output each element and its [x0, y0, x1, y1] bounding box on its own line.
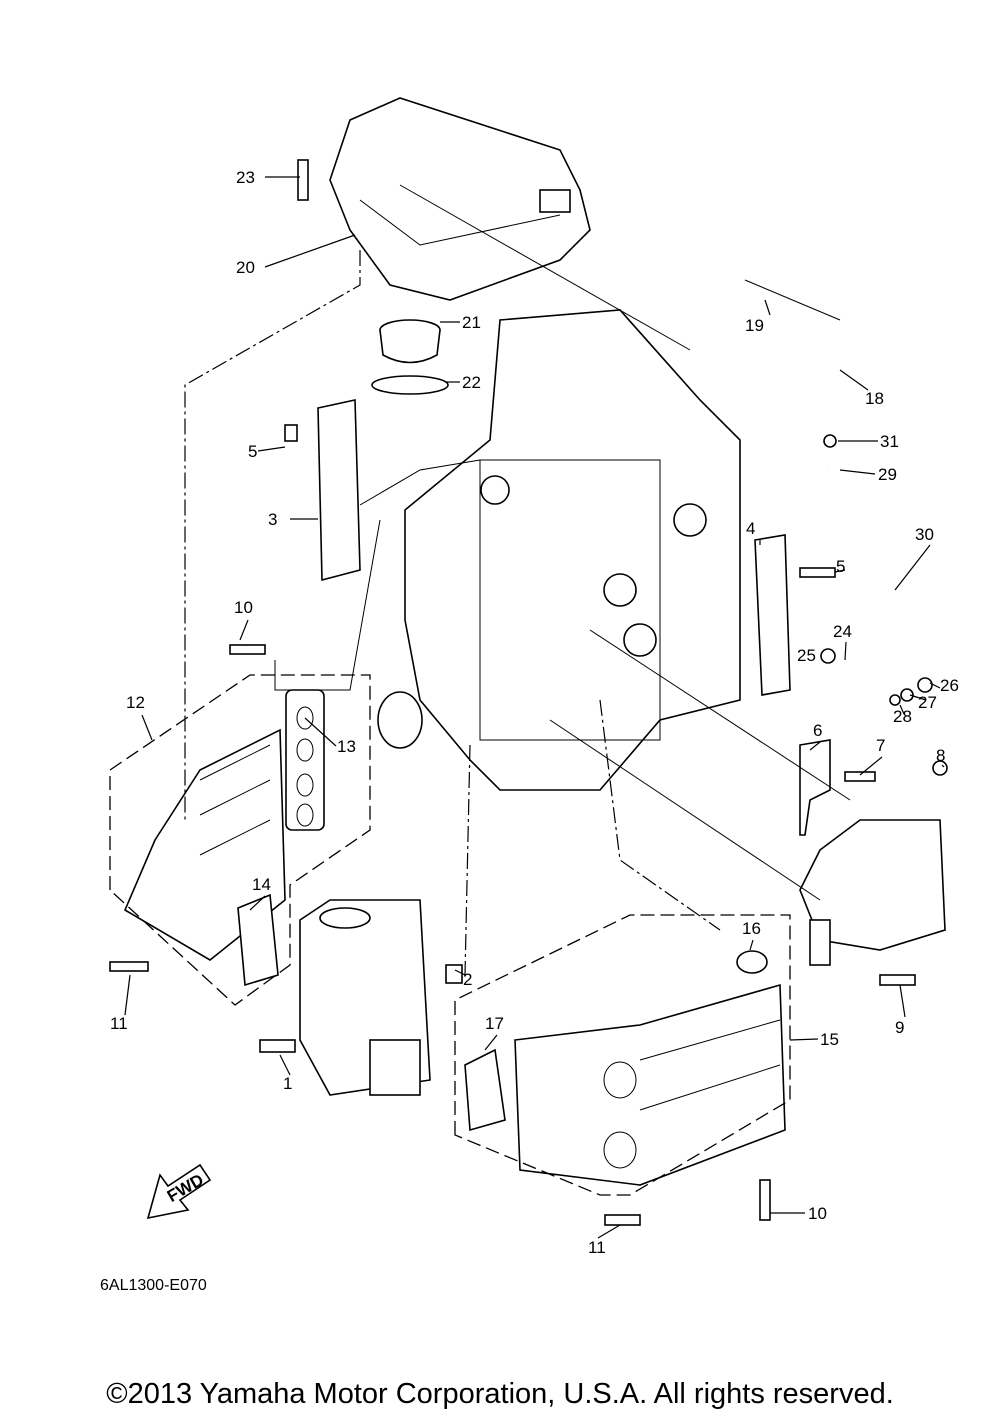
callout-8: 8 [936, 746, 945, 765]
leader-line [279, 1054, 291, 1076]
callout-6: 6 [813, 721, 822, 740]
leader-line [909, 694, 927, 701]
assembly-line [399, 184, 691, 351]
callout-3: 3 [268, 510, 277, 529]
intake-plate-right [754, 534, 791, 696]
callout-15: 15 [820, 1030, 839, 1049]
callout-19: 19 [745, 316, 764, 335]
rubber-seal [371, 319, 449, 395]
throttle-body [299, 899, 431, 1096]
callout-10: 10 [808, 1204, 827, 1223]
callout-29: 29 [878, 465, 897, 484]
leader-line [844, 641, 847, 661]
leader-line [141, 714, 153, 741]
leader-line [899, 984, 906, 1018]
callout-14: 14 [252, 875, 271, 894]
callout-9: 9 [895, 1018, 904, 1037]
leader-line [834, 569, 846, 573]
group-outline-right [454, 914, 791, 1196]
intake-plate-left [317, 399, 361, 582]
callout-7: 7 [876, 736, 885, 755]
assembly-line [274, 519, 381, 691]
assembly-line [464, 744, 471, 976]
callout-5: 5 [248, 442, 257, 461]
callout-28: 28 [893, 707, 912, 726]
intake-gasket [285, 689, 325, 831]
callout-10: 10 [234, 598, 253, 617]
leader-line [454, 969, 466, 976]
gaskets [237, 648, 836, 1132]
leader-line [941, 764, 945, 768]
assembly-line [359, 459, 481, 506]
callout-18: 18 [865, 389, 884, 408]
callout-21: 21 [462, 313, 481, 332]
callout-11: 11 [588, 1238, 606, 1257]
callout-2: 2 [463, 970, 472, 989]
leader-line [839, 469, 876, 475]
callout-31: 31 [880, 432, 899, 451]
callout-5: 5 [836, 557, 845, 576]
breather-hose [685, 205, 911, 631]
leader-line [249, 895, 266, 911]
copyright-footer: ©2013 Yamaha Motor Corporation, U.S.A. A… [106, 1378, 894, 1410]
leader-line [257, 446, 286, 452]
leader-line [597, 1224, 621, 1239]
fuel-pump-module [799, 819, 946, 966]
leader-line [809, 741, 821, 751]
hose-clip [744, 279, 841, 321]
fwd-arrow-icon: FWD [146, 1163, 212, 1220]
callout-11: 11 [110, 1014, 128, 1033]
leader-line [789, 1038, 819, 1041]
leader-line [304, 717, 337, 747]
leader-line [239, 619, 249, 641]
callout-26: 26 [940, 676, 959, 695]
leader-line [484, 1034, 498, 1051]
callout-30: 30 [915, 525, 934, 544]
callout-23: 23 [236, 168, 255, 187]
silencer-right [514, 983, 786, 1186]
callout-4: 4 [746, 519, 755, 538]
leader-line [264, 234, 356, 268]
callout-27: 27 [918, 693, 937, 712]
leader-line [764, 299, 771, 316]
callout-24: 24 [833, 622, 852, 641]
drawing-code: 6AL1300-E070 [100, 1277, 207, 1294]
callout-17: 17 [485, 1014, 504, 1033]
leader-line [124, 974, 131, 1016]
group-outline-left [109, 674, 371, 1006]
callout-25: 25 [797, 646, 816, 665]
leader-line [859, 756, 883, 776]
callout-20: 20 [236, 258, 255, 277]
callout-1: 1 [283, 1074, 292, 1093]
leader-line [894, 544, 931, 591]
callout-12: 12 [126, 693, 145, 712]
leader-line [749, 939, 754, 951]
assembly-line [549, 719, 821, 901]
air-duct-cover [329, 97, 591, 301]
silencer-left [123, 728, 286, 961]
leader-line [929, 682, 941, 689]
callout-13: 13 [337, 737, 356, 756]
engine-block [377, 309, 741, 791]
callout-16: 16 [742, 919, 761, 938]
bolts [109, 159, 948, 1226]
callout-22: 22 [462, 373, 481, 392]
assembly-line [184, 250, 361, 820]
assembly-line [589, 629, 851, 801]
leader-line [839, 369, 869, 391]
leader-line [899, 704, 905, 715]
bracket [799, 739, 831, 836]
